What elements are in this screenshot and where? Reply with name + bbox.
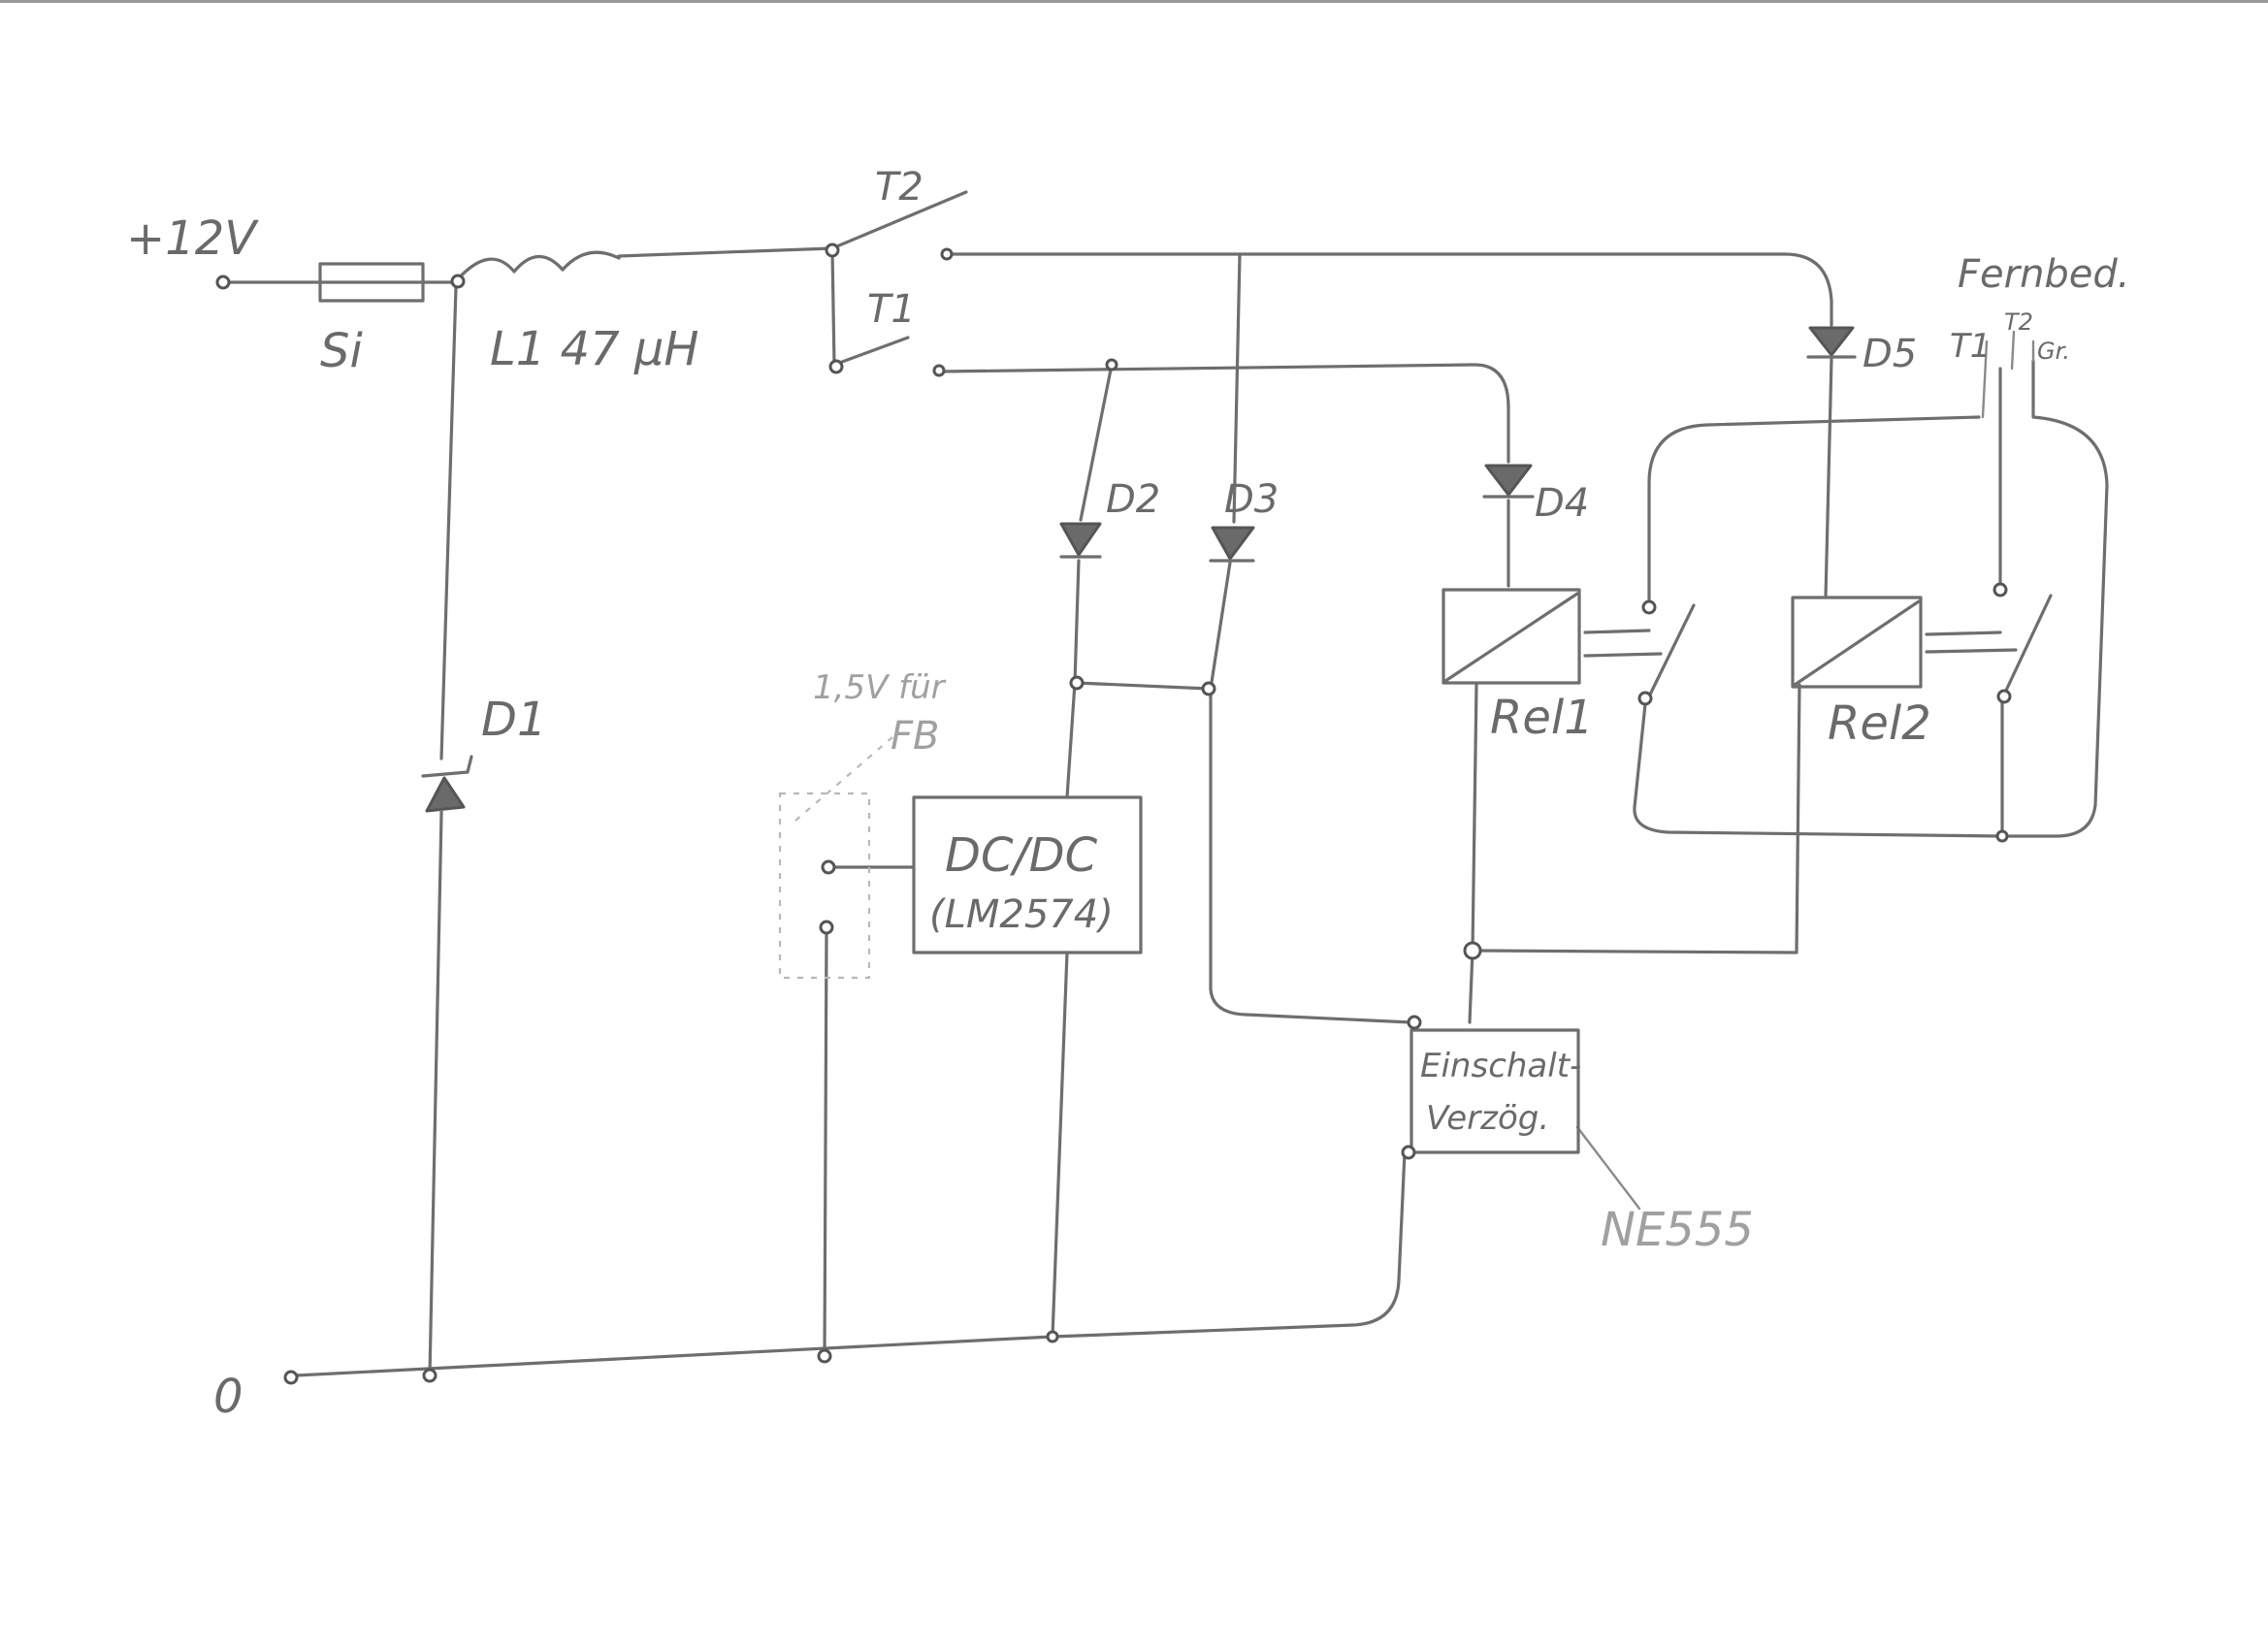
dcdc-block — [912, 795, 1143, 954]
label-diode-d1: D1 — [481, 693, 547, 747]
terminal-fb-plus[interactable] — [821, 859, 836, 875]
wire-d3-top — [1232, 252, 1242, 524]
wire-t1-rail — [939, 363, 1510, 464]
wire-d3-bottom — [1209, 561, 1232, 691]
relay-rel1-coil — [1442, 588, 1663, 685]
wire-switch-common — [830, 248, 836, 367]
wire-gr-loop — [2000, 359, 2109, 838]
node-fuse-inductor — [450, 274, 466, 289]
label-ground: 0 — [213, 1370, 243, 1424]
terminal-rel1-no — [1641, 599, 1657, 615]
relay-rel1-contact[interactable] — [1647, 603, 1696, 698]
terminal-switch-common-t2 — [825, 242, 840, 258]
wire-d1-ground — [428, 813, 443, 1377]
diode-d2 — [1059, 522, 1102, 559]
labels: +12V Si L1 47 µH T2 T1 D1 D2 D3 D4 D5 Fe… — [126, 165, 2130, 1424]
label-diode-d4: D4 — [1535, 481, 1589, 526]
terminal-rel2-com — [1996, 689, 2012, 704]
terminals — [215, 242, 2012, 1385]
wire-d2-top — [1079, 363, 1114, 522]
switch-t1[interactable] — [832, 336, 910, 367]
label-fb-note-2: FB — [891, 714, 939, 759]
wire-inductor-switch — [617, 246, 834, 258]
node-d2-d3 — [1069, 675, 1085, 691]
wire-d5-down — [1824, 357, 1833, 599]
wire-ground-rail — [294, 1150, 1407, 1377]
terminal-fb-minus[interactable] — [819, 920, 834, 935]
wire-rel1-common — [1633, 702, 2002, 838]
label-supply-plus: +12V — [126, 211, 259, 266]
diode-d4 — [1482, 464, 1535, 499]
terminal-switch-t1-out — [932, 364, 946, 377]
node-coil-return — [1463, 941, 1482, 960]
inductor-l1 — [454, 250, 621, 283]
wire-fb-ground — [823, 927, 828, 1358]
switch-t2[interactable] — [830, 190, 968, 250]
terminal-ground[interactable] — [283, 1370, 299, 1385]
wire-d1-branch — [439, 285, 458, 760]
node-d2-top — [1105, 358, 1118, 372]
terminal-rel1-com — [1637, 691, 1653, 706]
label-switch-t1: T1 — [867, 287, 916, 332]
terminal-rel2-no — [1993, 582, 2008, 598]
label-diode-d3: D3 — [1224, 477, 1279, 522]
wires — [223, 246, 2109, 1377]
label-dcdc-2: (LM2574) — [929, 892, 1114, 937]
label-delay-1: Einschalt- — [1420, 1047, 1581, 1085]
label-relay2: Rel2 — [1828, 696, 1931, 751]
wire-rel1-contacts — [1647, 415, 1981, 601]
terminal-plus-12v[interactable] — [215, 275, 231, 290]
wire-coil-return — [1471, 683, 1801, 954]
diode-d3 — [1209, 526, 1255, 563]
label-switch-t2: T2 — [875, 165, 923, 210]
label-dcdc-1: DC/DC — [945, 828, 1098, 883]
fuse-si — [318, 262, 425, 303]
label-diode-d2: D2 — [1106, 477, 1160, 522]
label-fb-note-1: 1,5V für — [813, 668, 947, 707]
wire-d2-bottom — [1073, 559, 1081, 685]
node-ground-dcdc — [1046, 1330, 1059, 1343]
label-ne555: NE555 — [1601, 1203, 1754, 1257]
terminal-switch-common-t1 — [828, 359, 844, 374]
wire-ne555-pointer — [1575, 1125, 1641, 1211]
terminal-delay-gnd — [1401, 1145, 1416, 1160]
wire-rel1-down — [1471, 683, 1478, 953]
node-ground-fb — [817, 1348, 832, 1364]
node-d3-bottom — [1201, 681, 1216, 696]
relay-rel2-coil — [1791, 596, 2018, 689]
diode-d5 — [1806, 326, 1857, 359]
wire-dcdc-ground — [1051, 951, 1069, 1339]
wire-d2-dcdc — [1065, 681, 1077, 799]
relay-rel2-contact[interactable] — [2002, 594, 2053, 696]
node-ground-d1 — [422, 1368, 437, 1383]
wire-remote-t2 — [2010, 330, 2016, 371]
label-fuse: Si — [320, 324, 363, 378]
scan-top-edge — [0, 0, 2268, 3]
wire-t2-rail — [947, 252, 1833, 327]
wire-d3-delay — [1209, 689, 1413, 1024]
label-delay-2: Verzög. — [1426, 1099, 1549, 1138]
label-remote: Fernbed. — [1958, 252, 2130, 297]
node-rel-loop — [1995, 829, 2009, 843]
wire-d2-d3-join — [1075, 681, 1211, 691]
diode-d1-zener — [421, 755, 473, 817]
delay-block — [1409, 1028, 1580, 1154]
wire-rel1-delay — [1468, 949, 1474, 1024]
label-remote-gr: Gr. — [2037, 338, 2070, 365]
label-remote-t1: T1 — [1950, 327, 1991, 366]
label-relay1: Rel1 — [1490, 691, 1594, 745]
fb-battery-placeholder — [778, 736, 893, 980]
label-inductor: L1 47 µH — [490, 322, 699, 376]
label-remote-t2: T2 — [2004, 308, 2033, 336]
label-diode-d5: D5 — [1863, 332, 1917, 376]
wire-remote-t1 — [1981, 340, 1989, 419]
terminal-delay-in — [1407, 1015, 1422, 1030]
terminal-switch-t2-out — [940, 247, 954, 261]
